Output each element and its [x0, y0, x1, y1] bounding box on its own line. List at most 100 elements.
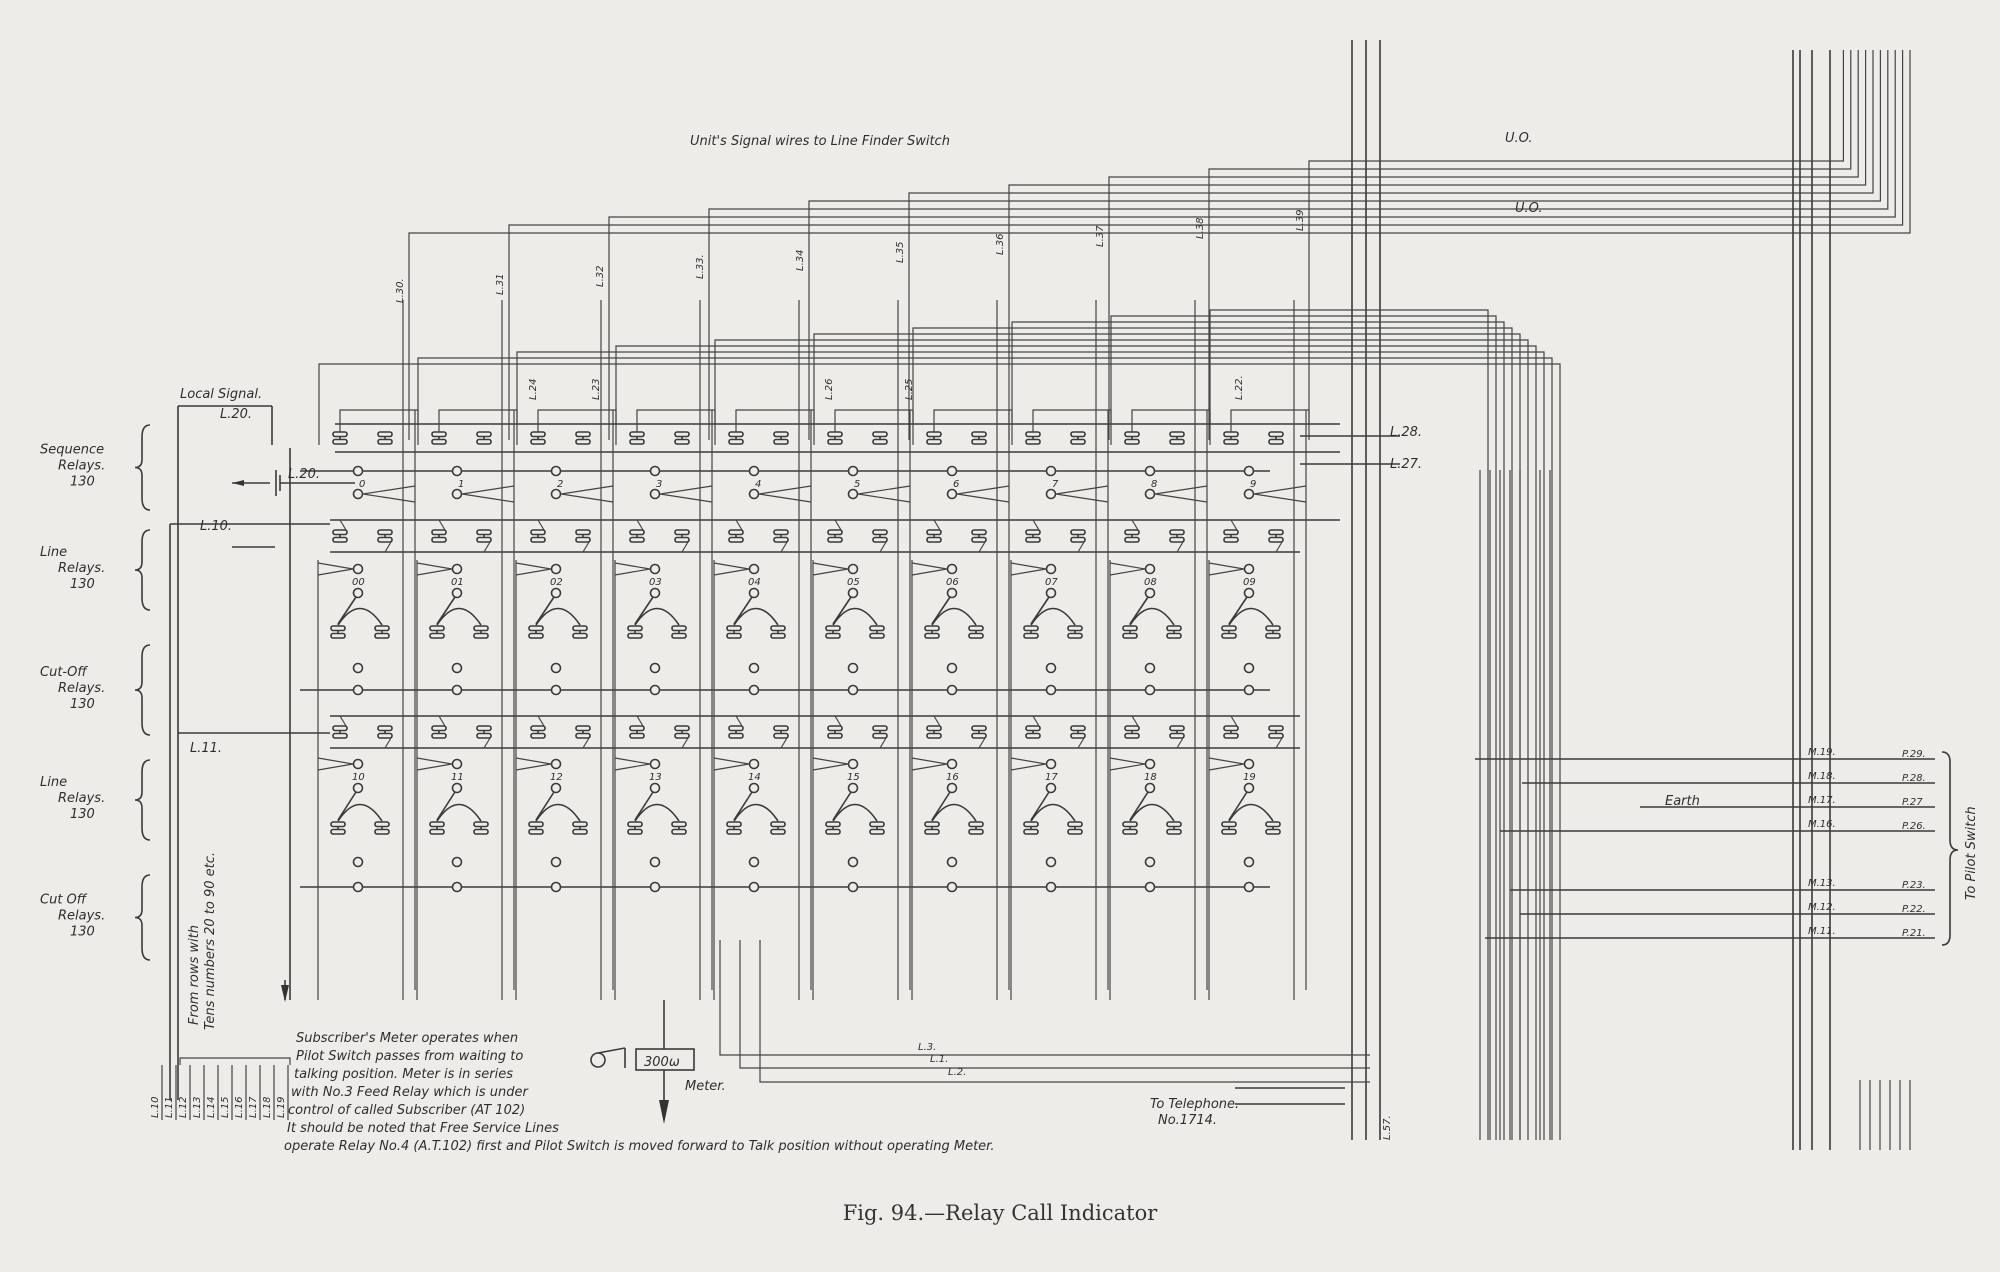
relay-coil-icon — [629, 529, 645, 543]
line-wire — [912, 327, 1513, 1140]
wire — [537, 715, 545, 727]
relay-coil-icon — [869, 625, 885, 639]
relay-coil-icon — [1124, 536, 1140, 543]
armature-arc — [1030, 607, 1076, 626]
m-label: M.19. — [1808, 747, 1836, 758]
line-contact-number: 00 — [352, 577, 365, 588]
line-wire — [714, 339, 1529, 1140]
relay-coil-icon — [971, 529, 987, 536]
relay-coil-icon — [968, 821, 984, 828]
relay-coil-icon — [1221, 821, 1237, 828]
wire — [438, 715, 446, 727]
wiring — [134, 40, 1959, 1150]
relay-coil-icon — [728, 725, 744, 739]
relay-coil-icon — [872, 529, 888, 543]
relay-coil-icon — [971, 529, 987, 543]
relay-coil-icon — [332, 536, 348, 543]
relay-coil-icon — [971, 431, 987, 445]
wire — [636, 715, 644, 727]
bottom-wire-label: L.19 — [276, 1097, 287, 1118]
contact-terminal — [748, 488, 760, 500]
relay-coil-icon — [377, 529, 393, 543]
relay-coil-icon — [1124, 725, 1140, 739]
contact-terminal — [847, 856, 859, 868]
group-label: Relays. — [58, 561, 105, 576]
relay-coil-icon — [1122, 821, 1138, 828]
m-label: M.18. — [1808, 771, 1836, 782]
relay-coil-icon — [377, 438, 393, 445]
line-contact-number: 04 — [748, 577, 761, 588]
relay-coil-icon — [528, 821, 544, 828]
relay-coil-icon — [872, 725, 888, 732]
p-label: P.27 — [1902, 797, 1923, 808]
relay-loop — [933, 409, 1013, 432]
contact-spring — [1208, 757, 1245, 771]
relay-coil-icon — [827, 438, 843, 445]
contact-terminal — [550, 587, 562, 599]
line-contact-number: 15 — [847, 772, 860, 783]
contact-spring — [1055, 485, 1109, 503]
relay-coil-icon — [924, 821, 940, 835]
relay-coil-icon — [1025, 536, 1041, 543]
relay-coil-icon — [726, 625, 742, 632]
contact-terminal — [748, 684, 760, 696]
wire — [384, 541, 392, 553]
brace — [134, 874, 151, 961]
relay-coil-icon — [332, 732, 348, 739]
relay-coil-icon — [1169, 536, 1185, 543]
contact-terminal — [1144, 782, 1156, 794]
relay-coil-icon — [1070, 725, 1086, 732]
contact-spring — [560, 485, 614, 503]
relay-coil-icon — [1166, 625, 1182, 632]
earth-label: Earth — [1665, 794, 1700, 809]
relay-coil-icon — [773, 732, 789, 739]
relay-coil-icon — [1223, 529, 1239, 543]
relay-coil-icon — [429, 821, 445, 828]
relay-coil-icon — [872, 431, 888, 438]
meter-line — [739, 940, 1370, 1069]
relay-coil-icon — [726, 625, 742, 639]
contact-terminal — [946, 684, 958, 696]
relay-coil-icon — [530, 725, 546, 732]
relay-coil-icon — [377, 725, 393, 739]
note-line: Pilot Switch passes from waiting to — [296, 1049, 523, 1064]
relay-coil-icon — [671, 821, 687, 828]
relay-coil-icon — [1166, 632, 1182, 639]
relay-loop — [834, 409, 914, 432]
relay-coil-icon — [330, 625, 346, 632]
relay-coil-icon — [530, 725, 546, 739]
armature-arc — [733, 607, 779, 626]
relay-coil-icon — [629, 732, 645, 739]
p-label: P.29. — [1902, 749, 1926, 760]
relay-coil-icon — [770, 625, 786, 639]
relay-coil-icon — [377, 529, 393, 536]
relay-coil-icon — [528, 632, 544, 639]
sequence-contact-number: 2 — [557, 479, 563, 490]
contact-terminal — [649, 881, 661, 893]
relay-coil-icon — [476, 438, 492, 445]
contact-terminal — [550, 662, 562, 674]
relay-coil-icon — [825, 821, 841, 835]
contact-terminal — [1045, 662, 1057, 674]
relay-coil-icon — [872, 536, 888, 543]
relay-coil-icon — [1067, 625, 1083, 639]
relay-coil-icon — [968, 821, 984, 835]
wire — [733, 791, 753, 821]
relay-coil-icon — [332, 725, 348, 739]
wire — [1030, 791, 1050, 821]
relay-coil-icon — [575, 725, 591, 732]
wire — [535, 596, 555, 625]
relay-coil-icon — [825, 821, 841, 828]
relay-coil-icon — [926, 536, 942, 543]
unit-signal-wire — [1008, 50, 1867, 440]
relay-coil-icon — [530, 438, 546, 445]
contact-terminal — [847, 587, 859, 599]
wire — [933, 715, 941, 727]
group-label: Sequence — [40, 443, 104, 458]
wire — [436, 791, 456, 821]
relay-coil-icon — [1265, 828, 1281, 835]
relay-coil-icon — [1023, 821, 1039, 835]
telephone-number: No.1714. — [1158, 1113, 1217, 1128]
relay-coil-icon — [1169, 431, 1185, 438]
contact-terminal — [649, 856, 661, 868]
